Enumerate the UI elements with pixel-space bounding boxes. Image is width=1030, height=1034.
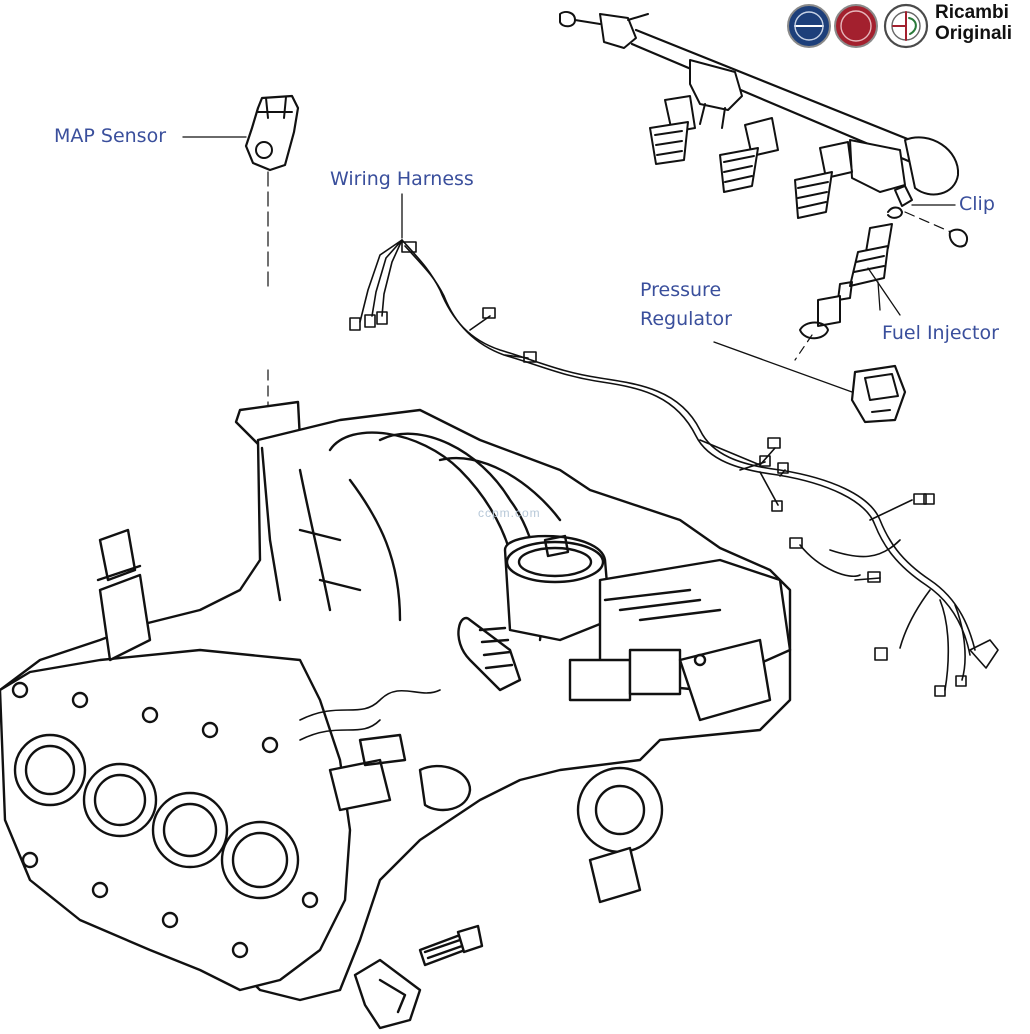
pressure-regulator-part [713, 341, 907, 424]
watermark: ccpm.com [478, 506, 541, 520]
fiat-logo [834, 4, 878, 48]
map-sensor-part [182, 94, 300, 406]
intake-manifold-part [0, 400, 792, 1030]
wiring-harness-label: Wiring Harness [330, 168, 474, 190]
wiring-harness-part [349, 193, 999, 697]
clip-label: Clip [959, 193, 995, 215]
brand-line-1: Ricambi [935, 2, 1009, 23]
pressure-regulator-label-line1: Pressure [640, 279, 722, 301]
map-sensor-label: MAP Sensor [54, 125, 167, 147]
brand-text: Ricambi Originali [935, 2, 1012, 44]
brand-line-2: Originali [935, 23, 1013, 44]
fuel-rail-part [559, 11, 969, 361]
pressure-regulator-label-line2: Regulator [640, 308, 732, 330]
alfa-romeo-logo [883, 3, 929, 49]
fuel-injector-label: Fuel Injector [882, 322, 999, 344]
lancia-logo [787, 4, 831, 48]
